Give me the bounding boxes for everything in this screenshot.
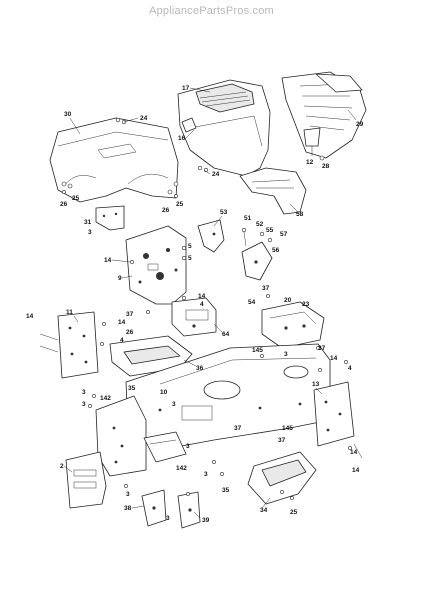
callout-26[interactable]: 26 bbox=[162, 207, 170, 214]
callout-28[interactable]: 28 bbox=[322, 163, 330, 170]
callout-25[interactable]: 25 bbox=[72, 195, 80, 202]
part-left-frame-rail[interactable] bbox=[95, 395, 147, 477]
callout-25[interactable]: 25 bbox=[176, 201, 184, 208]
callout-leaders bbox=[63, 87, 357, 519]
callout-37[interactable]: 37 bbox=[234, 425, 242, 432]
callout-4[interactable]: 4 bbox=[120, 337, 124, 344]
callout-14[interactable]: 14 bbox=[26, 313, 34, 320]
callout-16[interactable]: 16 bbox=[178, 135, 186, 142]
callout-39[interactable]: 39 bbox=[202, 517, 210, 524]
part-grille[interactable] bbox=[281, 71, 367, 161]
part-hitch-bracket-right[interactable] bbox=[177, 491, 201, 529]
callout-26[interactable]: 26 bbox=[60, 201, 68, 208]
part-fender-bracket[interactable] bbox=[95, 205, 125, 231]
part-hood-latch[interactable] bbox=[197, 219, 225, 253]
callout-31[interactable]: 31 bbox=[84, 219, 92, 226]
callout-14[interactable]: 14 bbox=[350, 449, 358, 456]
callout-24[interactable]: 24 bbox=[140, 115, 148, 122]
callout-4[interactable]: 4 bbox=[348, 365, 352, 372]
callout-142[interactable]: 142 bbox=[100, 395, 111, 402]
callout-37[interactable]: 37 bbox=[262, 285, 270, 292]
callout-14[interactable]: 14 bbox=[330, 355, 338, 362]
callout-3[interactable]: 3 bbox=[82, 401, 86, 408]
callout-14[interactable]: 14 bbox=[104, 257, 112, 264]
callout-52[interactable]: 52 bbox=[256, 221, 264, 228]
callout-145[interactable]: 145 bbox=[282, 425, 293, 432]
callout-3[interactable]: 3 bbox=[82, 389, 86, 396]
part-hood[interactable] bbox=[177, 79, 271, 177]
callout-11[interactable]: 11 bbox=[66, 309, 73, 316]
callout-3[interactable]: 3 bbox=[186, 443, 190, 450]
callout-3[interactable]: 3 bbox=[88, 229, 92, 236]
callout-57[interactable]: 57 bbox=[280, 231, 288, 238]
callout-labels: 30 24 17 16 29 12 28 25 26 24 25 26 31 3… bbox=[26, 85, 364, 524]
callout-34[interactable]: 34 bbox=[260, 507, 268, 514]
callout-4[interactable]: 4 bbox=[200, 301, 204, 308]
callout-17[interactable]: 17 bbox=[182, 85, 190, 92]
part-right-side-panel[interactable] bbox=[313, 381, 363, 459]
callout-26[interactable]: 26 bbox=[126, 329, 134, 336]
callout-3[interactable]: 3 bbox=[284, 351, 288, 358]
callout-10[interactable]: 10 bbox=[160, 389, 168, 396]
callout-36[interactable]: 36 bbox=[196, 365, 204, 372]
callout-142[interactable]: 142 bbox=[176, 465, 187, 472]
callout-35[interactable]: 35 bbox=[222, 487, 230, 494]
callout-30[interactable]: 30 bbox=[64, 111, 72, 118]
part-footrest-left[interactable] bbox=[109, 335, 193, 377]
part-pedal-bracket[interactable] bbox=[261, 301, 325, 349]
callout-54[interactable]: 54 bbox=[248, 299, 256, 306]
callout-25[interactable]: 25 bbox=[290, 509, 298, 516]
callout-20[interactable]: 20 bbox=[284, 297, 292, 304]
part-front-support[interactable] bbox=[125, 225, 187, 305]
callout-3[interactable]: 3 bbox=[172, 401, 176, 408]
part-hitch-bracket-left[interactable] bbox=[141, 489, 167, 527]
callout-56[interactable]: 56 bbox=[272, 247, 280, 254]
part-dash-panel[interactable] bbox=[171, 297, 217, 337]
callout-3[interactable]: 3 bbox=[126, 491, 130, 498]
callout-58[interactable]: 58 bbox=[296, 211, 304, 218]
part-axle-bracket[interactable] bbox=[143, 431, 187, 463]
callout-13[interactable]: 13 bbox=[312, 381, 320, 388]
hardware-bolts bbox=[88, 245, 352, 500]
callout-14[interactable]: 14 bbox=[352, 467, 360, 474]
callout-14[interactable]: 14 bbox=[118, 319, 126, 326]
part-main-frame[interactable] bbox=[125, 343, 331, 451]
part-left-side-panel[interactable] bbox=[39, 311, 99, 379]
callout-9[interactable]: 9 bbox=[118, 275, 122, 282]
part-dash-shroud[interactable] bbox=[239, 167, 307, 215]
callout-3[interactable]: 3 bbox=[166, 515, 170, 522]
callout-55[interactable]: 55 bbox=[266, 227, 274, 234]
part-pivot-bracket[interactable] bbox=[241, 227, 273, 281]
callout-24[interactable]: 24 bbox=[212, 171, 220, 178]
callout-145[interactable]: 145 bbox=[252, 347, 263, 354]
part-rear-fender[interactable] bbox=[49, 117, 179, 203]
callout-53[interactable]: 53 bbox=[220, 209, 228, 216]
fender-fasteners bbox=[61, 117, 209, 198]
callout-2[interactable]: 2 bbox=[60, 463, 64, 470]
callout-3[interactable]: 3 bbox=[204, 471, 208, 478]
callout-51[interactable]: 51 bbox=[244, 215, 252, 222]
callout-64[interactable]: 64 bbox=[222, 331, 230, 338]
callout-37[interactable]: 37 bbox=[126, 311, 134, 318]
callout-12[interactable]: 12 bbox=[306, 159, 314, 166]
callout-29[interactable]: 29 bbox=[356, 121, 364, 128]
callout-5[interactable]: 5 bbox=[188, 255, 192, 262]
part-front-bumper-plate[interactable] bbox=[65, 451, 107, 509]
callout-37[interactable]: 37 bbox=[278, 437, 286, 444]
callout-38[interactable]: 38 bbox=[124, 505, 132, 512]
callout-37[interactable]: 37 bbox=[318, 345, 326, 352]
callout-23[interactable]: 23 bbox=[302, 301, 310, 308]
callout-5[interactable]: 5 bbox=[188, 243, 192, 250]
part-footrest-right[interactable] bbox=[247, 451, 317, 505]
watermark: AppliancePartsPros.com bbox=[149, 5, 274, 17]
callout-14[interactable]: 14 bbox=[198, 293, 206, 300]
callout-35[interactable]: 35 bbox=[128, 385, 136, 392]
